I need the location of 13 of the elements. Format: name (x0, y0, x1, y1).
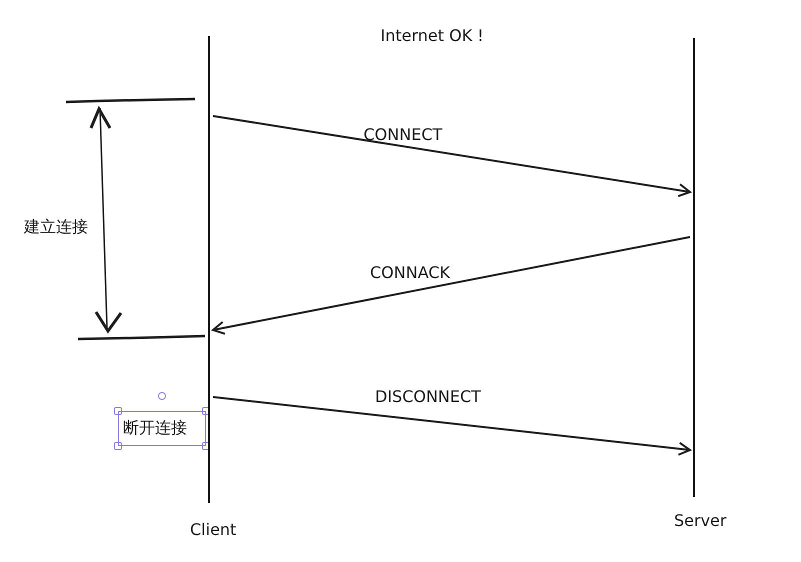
lifeline (205, 36, 213, 503)
message-label: CONNACK (370, 263, 450, 283)
arrow (212, 115, 691, 198)
title: Internet OK ! (380, 26, 484, 46)
message-label: CONNECT (364, 125, 442, 145)
lifeline (690, 38, 698, 497)
selected-text: 断开连接 (118, 411, 206, 446)
arrow (212, 236, 690, 335)
lifeline-label: Client (190, 520, 236, 540)
arrow (212, 396, 691, 456)
dimension-label: 建立连接 (24, 217, 88, 237)
message-label: DISCONNECT (375, 387, 481, 407)
lifeline-label: Server (674, 511, 726, 531)
